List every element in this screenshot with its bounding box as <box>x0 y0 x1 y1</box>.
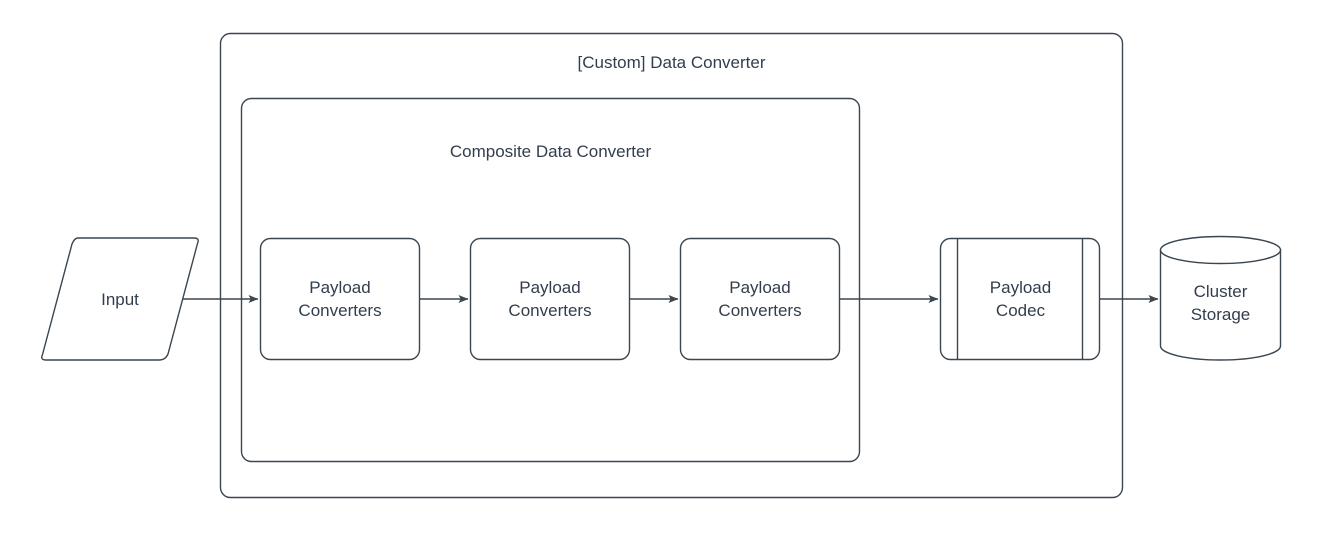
node-cluster-storage-shape[interactable] <box>1159 235 1282 361</box>
node-payload-converters-3-shape[interactable] <box>679 237 841 361</box>
container-title-custom-data-converter: [Custom] Data Converter <box>577 53 766 72</box>
container-title-composite-data-converter: Composite Data Converter <box>449 142 652 161</box>
node-payload-codec-shape[interactable] <box>939 237 1101 361</box>
node-payload-converters-1-shape[interactable] <box>259 237 421 361</box>
node-input-shape[interactable] <box>41 237 199 361</box>
node-payload-converters-2-shape[interactable] <box>469 237 631 361</box>
